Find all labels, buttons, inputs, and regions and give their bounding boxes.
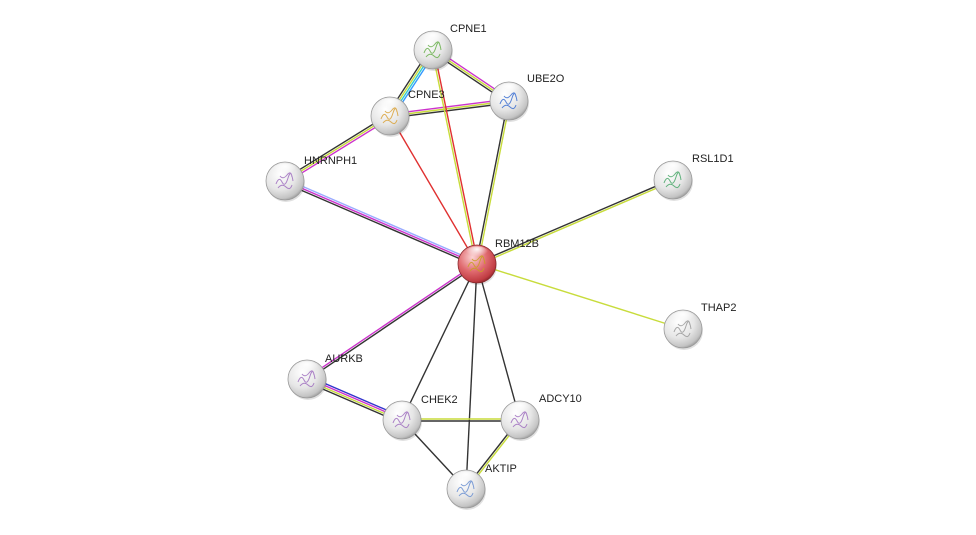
edge-strand <box>465 263 478 490</box>
node-highlight <box>421 32 445 47</box>
edge-chek2-rbm12b <box>401 263 478 421</box>
node-label: CPNE1 <box>450 23 487 35</box>
edge-strand <box>307 264 478 381</box>
edge-strand <box>475 100 509 264</box>
edge-strand <box>476 263 521 421</box>
node-highlight <box>390 402 414 417</box>
edge-strand <box>389 115 478 265</box>
edge-hnrnph1-rbm12b <box>283 178 479 267</box>
node-label: AKTIP <box>485 463 517 475</box>
edge-strand <box>390 102 510 119</box>
edge-cpne3-rbm12b <box>389 115 478 265</box>
edge-strand <box>401 263 478 421</box>
node-label: UBE2O <box>527 73 565 85</box>
edge-strand <box>477 180 674 266</box>
node-label: HNRNPH1 <box>304 155 357 167</box>
node-highlight <box>454 471 478 486</box>
edge-aurkb-rbm12b <box>306 262 478 381</box>
edge-thap2-rbm12b <box>476 263 684 330</box>
node-highlight <box>378 98 402 113</box>
node-highlight <box>508 402 532 417</box>
node-aurkb[interactable]: AURKB <box>287 353 363 400</box>
node-hnrnph1[interactable]: HNRNPH1 <box>265 155 357 202</box>
node-thap2[interactable]: THAP2 <box>663 302 736 350</box>
edge-chek2-adcy10 <box>402 418 520 422</box>
edge-strand <box>389 100 510 117</box>
node-highlight <box>497 83 521 98</box>
node-label: ADCY10 <box>539 393 582 405</box>
node-cpne3[interactable]: CPNE3 <box>370 89 445 137</box>
node-chek2[interactable]: CHEK2 <box>382 394 458 441</box>
edge-strand <box>477 101 511 265</box>
edge-strand <box>284 115 391 182</box>
node-highlight <box>465 246 489 261</box>
node-ube2o[interactable]: UBE2O <box>489 73 565 122</box>
edge-strand <box>285 117 392 184</box>
node-highlight <box>273 163 297 178</box>
node-label: AURKB <box>325 353 363 365</box>
edge-aktip-rbm12b <box>465 263 478 490</box>
edge-strand <box>431 50 477 265</box>
edge-strand <box>306 262 477 379</box>
node-highlight <box>295 361 319 376</box>
node-rsl1d1[interactable]: RSL1D1 <box>653 153 734 201</box>
edge-strand <box>283 113 390 180</box>
node-label: RSL1D1 <box>692 153 734 165</box>
edge-strand <box>284 180 478 265</box>
edge-adcy10-rbm12b <box>476 263 521 421</box>
node-highlight <box>671 311 695 326</box>
node-label: CPNE3 <box>408 89 445 101</box>
node-adcy10[interactable]: ADCY10 <box>500 393 582 441</box>
node-label: THAP2 <box>701 302 736 314</box>
edge-strand <box>433 49 479 264</box>
node-cpne1[interactable]: CPNE1 <box>413 23 487 71</box>
edge-ube2o-rbm12b <box>475 100 511 265</box>
edge-cpne1-rbm12b <box>431 49 479 265</box>
node-rbm12b[interactable]: RBM12B <box>457 238 539 285</box>
edge-strand <box>283 182 477 267</box>
edge-cpne3-hnrnph1 <box>283 113 392 184</box>
edge-strand <box>389 98 509 115</box>
edge-strand <box>476 178 673 264</box>
node-label: CHEK2 <box>421 394 458 406</box>
node-label: RBM12B <box>495 238 539 250</box>
node-highlight <box>661 162 685 177</box>
edge-rsl1d1-rbm12b <box>476 178 674 266</box>
edge-strand <box>285 178 479 263</box>
node-aktip[interactable]: AKTIP <box>446 463 517 510</box>
edge-cpne3-ube2o <box>389 98 510 119</box>
edge-strand <box>476 263 684 330</box>
